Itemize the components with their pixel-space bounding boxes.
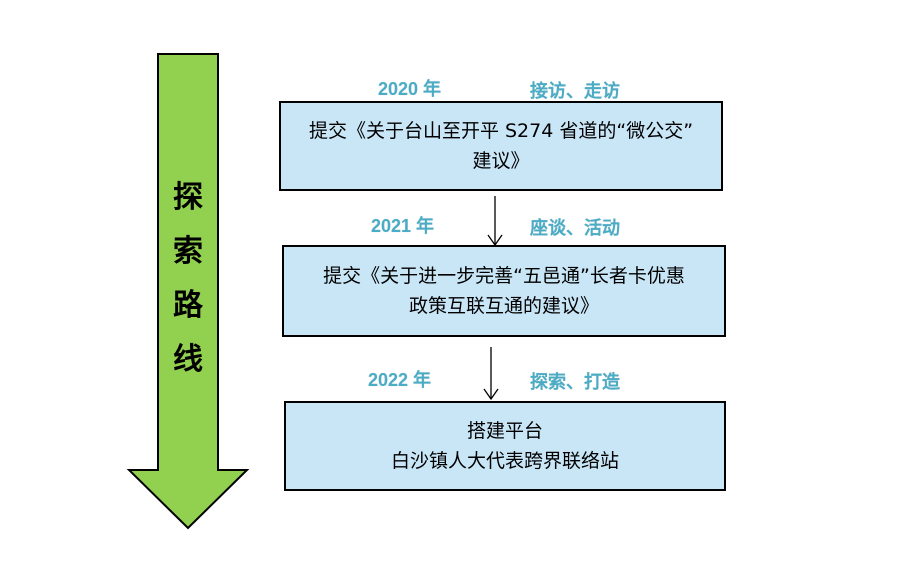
stage-2-box: 提交《关于进一步完善“五邑通”长者卡优惠 政策互联互通的建议》 [282,245,726,337]
stage-1-box-line-2: 建议》 [472,150,530,172]
stage-1-actions: 接访、走访 [530,81,620,101]
stage-3-actions: 探索、打造 [530,372,620,392]
stage-2-box-line-2: 政策互联互通的建议》 [408,295,599,317]
stage-3-year: 2022 年 [368,370,432,390]
stage-3-box: 搭建平台 白沙镇人大代表跨界联络站 [284,401,726,491]
arrow-label-char-3: 路 [173,288,203,323]
stage-2-box-line-1: 提交《关于进一步完善“五邑通”长者卡优惠 [323,265,685,287]
arrow-label-char-1: 探 [173,180,203,215]
stage-3-box-line-2: 白沙镇人大代表跨界联络站 [390,450,619,472]
arrow-label-char-4: 线 [173,342,203,377]
down-arrow-body [126,53,250,530]
stage-1-year: 2020 年 [378,79,442,99]
stage-2-year: 2021 年 [371,216,435,236]
stage-1-box: 提交《关于台山至开平 S274 省道的“微公交” 建议》 [279,101,723,191]
stage-3-box-line-1: 搭建平台 [466,420,543,442]
arrow-label-char-2: 索 [173,234,203,269]
stage-1-box-line-1: 提交《关于台山至开平 S274 省道的“微公交” [308,120,694,142]
stage-2-actions: 座谈、活动 [530,218,620,238]
